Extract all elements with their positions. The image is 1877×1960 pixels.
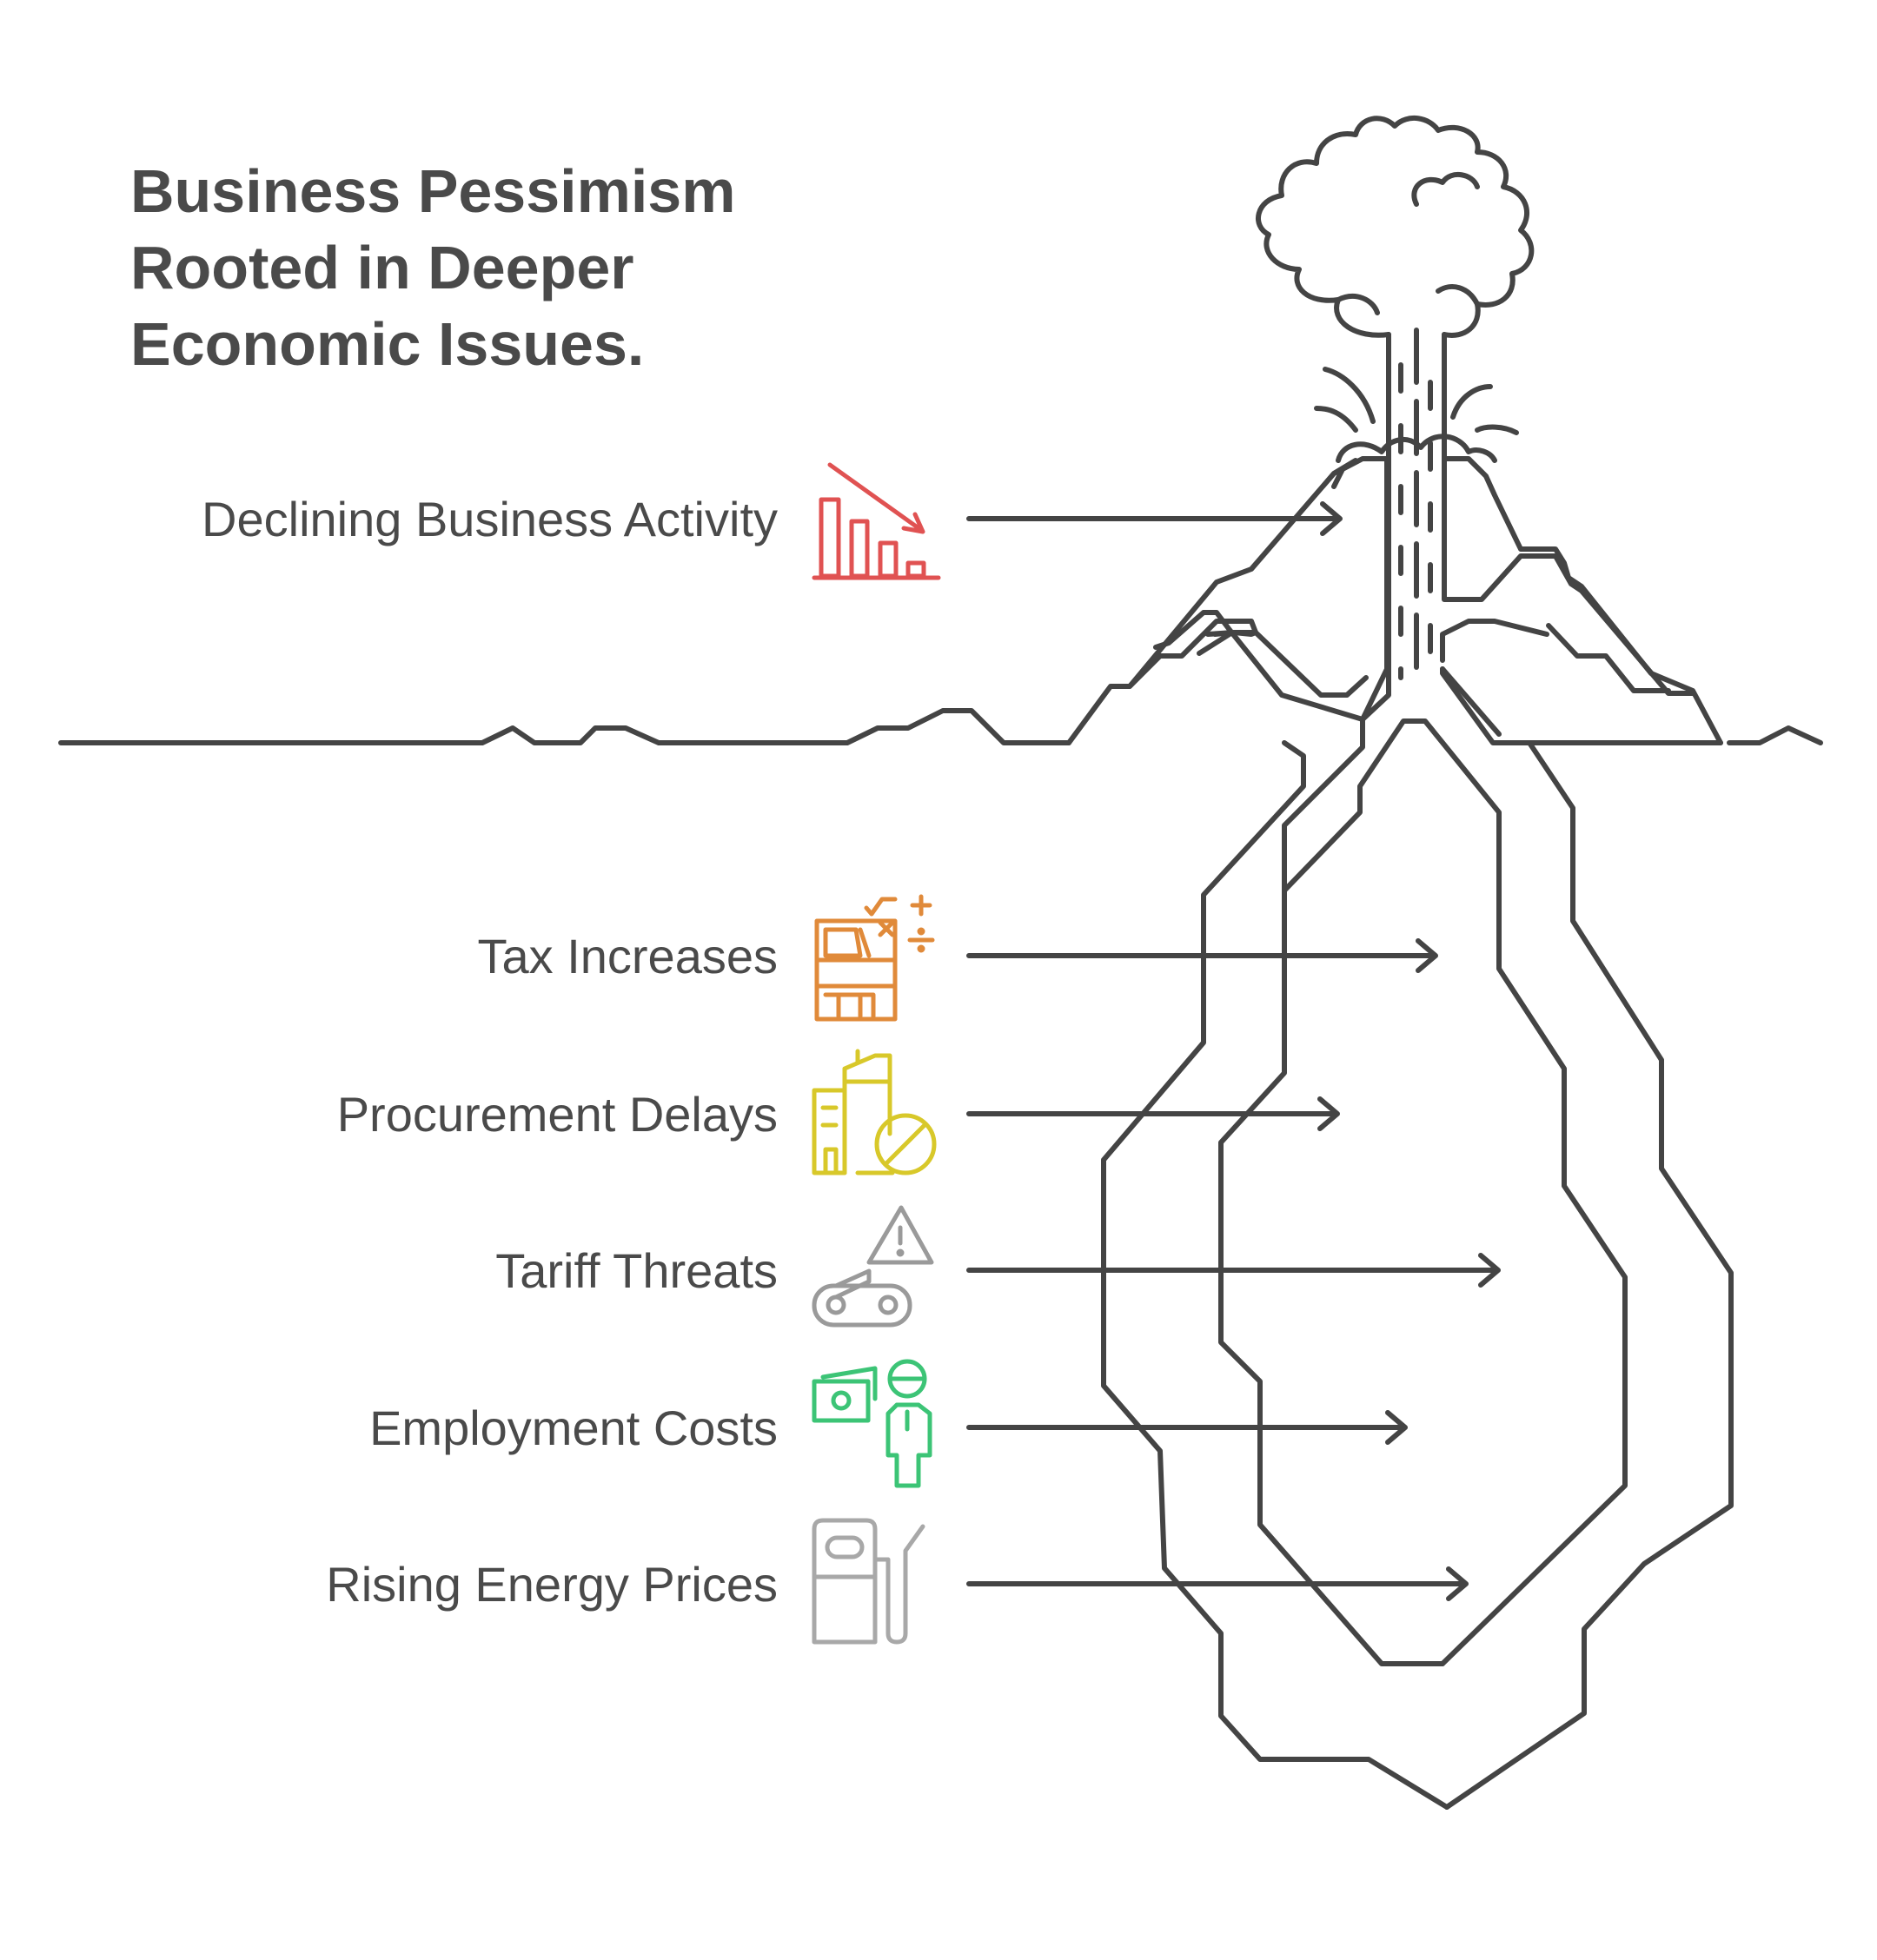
volcano-right-lower: [1440, 619, 1549, 663]
label-tax-increases: Tax Increases: [477, 929, 779, 983]
eruption-splash-right: [1450, 384, 1519, 435]
arrow-rising-energy-prices: [966, 1566, 1469, 1601]
eruption-cloud-detail: [1336, 172, 1480, 315]
tax-calculator-icon: [814, 894, 935, 1022]
arrows: [966, 501, 1501, 1601]
volcano-left-short-ridge: [1212, 630, 1258, 637]
root-inner-left: [1218, 717, 1445, 1666]
volcano-right-flank: [1442, 456, 1723, 745]
volcano-crater-left: [1331, 456, 1390, 722]
volcano-left-flank: [1066, 619, 1369, 745]
volcano-right-inner: [1442, 456, 1695, 696]
root-inner-right-top: [1440, 666, 1502, 737]
arrow-tax-increases: [966, 938, 1438, 973]
warning-conveyor-icon: [812, 1205, 934, 1328]
arrow-declining-business-activity: [966, 501, 1343, 536]
volcano-right-step: [1546, 623, 1671, 693]
label-employment-costs: Employment Costs: [369, 1400, 778, 1455]
label-tariff-threats: Tariff Threats: [495, 1243, 778, 1298]
label-rising-energy-prices: Rising Energy Prices: [326, 1557, 778, 1612]
root-outer-right: [1444, 740, 1734, 1810]
fuel-pump-icon: [812, 1518, 925, 1645]
declining-chart-icon: [812, 462, 941, 580]
volcano-left-inner: [1153, 610, 1391, 722]
diagram-title: Business Pessimism Rooted in Deeper Econ…: [130, 157, 736, 378]
crater-rim: [1336, 434, 1497, 463]
arrow-employment-costs: [966, 1410, 1408, 1445]
volcano-right-base: [1440, 666, 1723, 745]
eruption-splash-left: [1314, 367, 1376, 433]
blocked-building-icon: [812, 1049, 937, 1175]
label-declining-business-activity: Declining Business Activity: [202, 492, 778, 546]
arrow-tariff-threats: [966, 1253, 1501, 1288]
worker-money-icon: [812, 1359, 932, 1488]
volcano-left-ridge: [1127, 458, 1358, 689]
arrow-procurement-delays: [966, 1096, 1340, 1131]
root-outer-left: [1101, 740, 1449, 1810]
eruption-cloud: [1256, 115, 1535, 338]
label-procurement-delays: Procurement Delays: [336, 1087, 778, 1142]
root-inner-right: [1282, 718, 1628, 1666]
ground-line: [58, 708, 1071, 745]
ground-line-right: [1727, 725, 1823, 745]
